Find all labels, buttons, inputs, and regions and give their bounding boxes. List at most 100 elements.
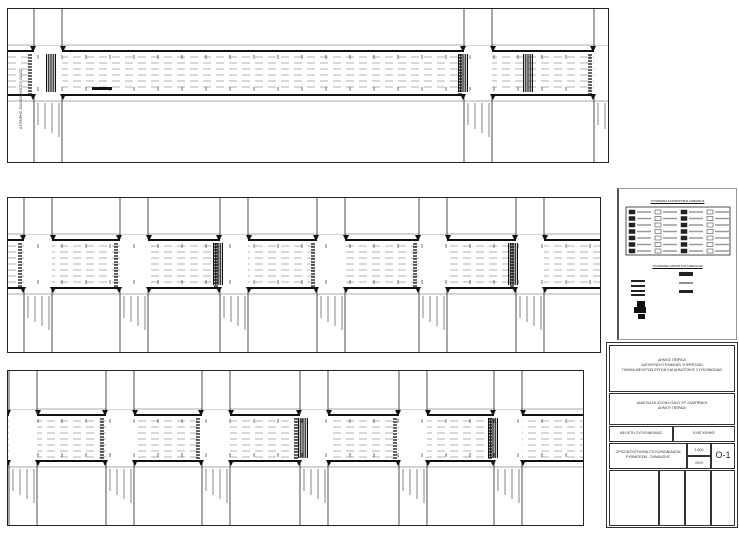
approved-cell: ΕΛΕΓΧΘΗΚΕ — [673, 426, 735, 442]
curb-ramp — [520, 410, 526, 416]
legend-symbol — [654, 222, 662, 228]
curb-ramp — [102, 410, 108, 416]
crosswalk — [460, 54, 462, 92]
plan-section-1: ΑΓΡΑΦΗΣ ΠΑΛΑΙΟΛΟΓΟΥ ΟΔΟΣ — [7, 8, 609, 163]
curb-ramp — [425, 460, 431, 466]
curb-ramp — [395, 460, 401, 466]
project-cell: ΑΝΑΠΛΑΣΗ ΑΞΟΝΑ ΟΔΟΥ ΓΡ. ΛΑΜΠΡΑΚΗ ΔΗΜΟΥ Π… — [609, 393, 735, 425]
legend-symbol — [706, 209, 714, 215]
scale-cell: 1:500 — [687, 443, 711, 456]
legend-symbol — [654, 216, 662, 221]
scale: 1:500 — [694, 448, 704, 452]
road-plan-drawing-3 — [8, 371, 583, 525]
curb-ramp — [415, 235, 421, 241]
curb-ramp — [490, 460, 496, 466]
curb-ramp — [590, 46, 596, 52]
side-street — [300, 371, 328, 409]
side-street — [34, 9, 62, 45]
legend-symbol — [628, 235, 636, 241]
curb-ramp — [116, 235, 122, 241]
crosswalk — [496, 418, 498, 458]
curb-ramp — [460, 46, 466, 52]
designer-cell: ΜΕΛΕΤΗ ΣΥΓΚΟΙΝΩΝΙΑΣ — [609, 426, 673, 442]
curb-ramp — [313, 287, 319, 293]
curb-ramp — [445, 287, 451, 293]
side-street — [9, 371, 37, 409]
curb-ramp — [50, 235, 56, 241]
legend-symbol — [680, 248, 688, 254]
crosswalk — [527, 54, 529, 92]
crosswalk — [302, 418, 304, 458]
crosswalk — [54, 54, 56, 92]
curb-ramp — [343, 287, 349, 293]
curb-ramp — [198, 460, 204, 466]
intersection — [106, 414, 134, 462]
curb-ramp — [8, 410, 11, 416]
curb-ramp — [460, 94, 466, 100]
side-street — [317, 198, 345, 234]
curb-ramp — [30, 46, 36, 52]
intersection — [516, 239, 544, 289]
crosswalk — [50, 54, 52, 92]
legend-symbol — [706, 229, 714, 234]
crosswalk — [523, 54, 525, 92]
client-department: ΔΙΕΥΘΥΝΣΗ ΤΕΧΝΙΚΩΝ ΥΠΗΡΕΣΙΩΝ — [641, 363, 703, 367]
crosswalk — [492, 418, 494, 458]
crosswalk — [219, 243, 221, 285]
legend-symbol — [628, 222, 636, 228]
intersection — [34, 50, 62, 96]
curb-ramp — [102, 460, 108, 466]
legend-symbol — [654, 235, 662, 241]
curb-ramp — [60, 94, 66, 100]
curb-ramp — [296, 410, 302, 416]
side-street — [24, 198, 52, 234]
curb-ramp — [35, 460, 41, 466]
legend-title: ΥΠΟΜΝΗΜΑ ΚΑΤΑΚΟΡΥΦΗΣ ΣΗΜΑΝΣΗΣ — [650, 199, 705, 203]
curb-ramp — [490, 94, 496, 100]
designer: ΜΕΛΕΤΗ ΣΥΓΚΟΙΝΩΝΙΑΣ — [619, 431, 663, 435]
curb-ramp — [415, 287, 421, 293]
title-block: ΔΗΜΟΣ ΠΕΙΡΑΙΑ ΔΙΕΥΘΥΝΣΗ ΤΕΧΝΙΚΩΝ ΥΠΗΡΕΣΙ… — [606, 342, 738, 528]
curb-ramp — [520, 460, 526, 466]
legend-symbol — [706, 242, 714, 247]
signature-cell-1 — [659, 470, 685, 526]
legend-symbol — [680, 242, 688, 247]
drawing-title: ΟΡΙΖΟΝΤΙΟΓΡΑΦΙΑ ΣΥΓΚΟΙΝΩΝΙΑΚΩΝ — [615, 450, 681, 454]
curb-ramp — [20, 235, 26, 241]
project-title: ΑΝΑΠΛΑΣΗ ΑΞΟΝΑ ΟΔΟΥ ΓΡ. ΛΑΜΠΡΑΚΗ — [636, 401, 708, 405]
crosswalk — [213, 243, 215, 285]
intersection — [419, 239, 447, 289]
crosswalk — [215, 243, 217, 285]
legend-symbol — [680, 216, 688, 221]
curb-ramp — [246, 235, 252, 241]
crosswalk — [508, 243, 510, 285]
sheet-number-cell: O-1 — [711, 443, 735, 469]
legend-symbol — [628, 248, 636, 254]
intersection — [220, 239, 248, 289]
curb-ramp — [228, 460, 234, 466]
curb-ramp — [425, 410, 431, 416]
plan-section-3 — [7, 370, 584, 526]
signature-cell-3 — [711, 470, 735, 526]
date: 2019 — [695, 461, 703, 465]
side-street — [202, 371, 230, 409]
legend-symbol — [654, 248, 662, 254]
intersection — [300, 414, 328, 462]
date-cell: 2019 — [687, 456, 711, 469]
curb-ramp — [490, 46, 496, 52]
side-street — [494, 371, 522, 409]
legend-symbols — [625, 206, 731, 319]
project-subtitle: ΔΗΜΟΥ ΠΕΙΡΑΙΑ — [658, 406, 686, 410]
curb-ramp — [445, 235, 451, 241]
side-street — [419, 198, 447, 234]
legend-symbol — [680, 235, 688, 241]
bus-stop — [92, 87, 112, 90]
legend-subtitle: ΥΠΟΜΝΗΜΑ ΟΡΙΖΟΝΤΙΑΣ ΣΗΜΑΝΣΗΣ — [652, 264, 703, 268]
curb-ramp — [590, 94, 596, 100]
crosswalk — [48, 54, 50, 92]
legend-symbol — [680, 229, 688, 234]
crosswalk — [464, 54, 466, 92]
curb-ramp — [343, 235, 349, 241]
side-street — [399, 371, 427, 409]
curb-ramp — [512, 287, 518, 293]
